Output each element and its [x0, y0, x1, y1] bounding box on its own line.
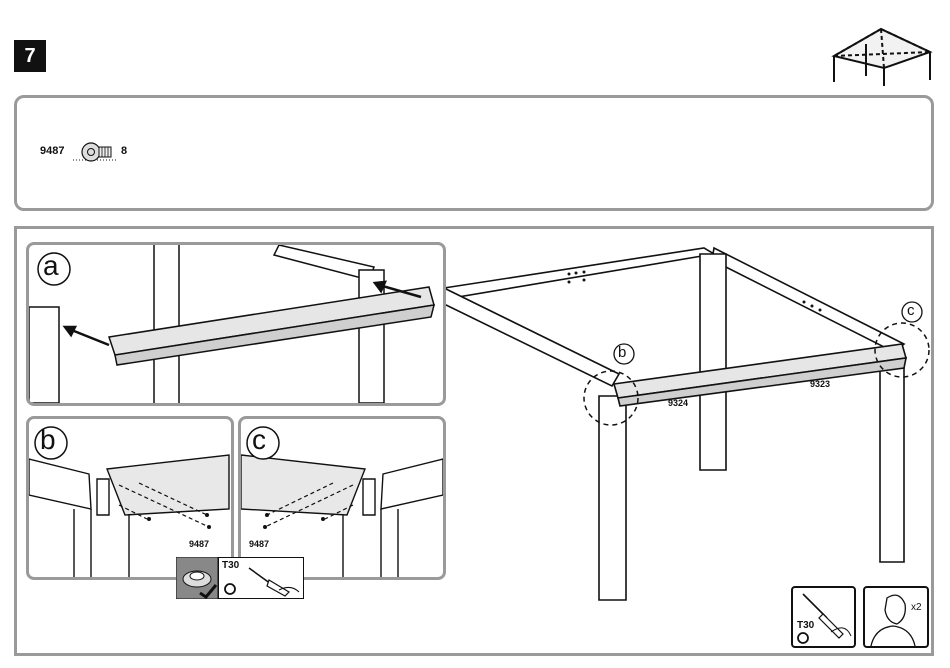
part-code: 9487 [40, 145, 64, 157]
step-number-text: 7 [24, 45, 35, 68]
beam-label-9323: 9323 [810, 379, 830, 389]
detail-c-drawing [241, 419, 443, 577]
panel-b-screw-label: 9487 [189, 539, 209, 549]
screwdriver-tool-box: T30 [218, 557, 304, 599]
screw-icon [73, 138, 123, 168]
screwdriver-requirement-box: T30 [791, 586, 856, 648]
beam-label-9324: 9324 [668, 398, 688, 408]
person-icon [865, 588, 927, 646]
callout-b-letter: b [618, 344, 626, 361]
tool-torx-label: T30 [797, 620, 814, 631]
detail-panel-b: b 9487 [26, 416, 234, 580]
screwdriver-icon [219, 558, 303, 598]
part-quantity: 8 [121, 145, 127, 157]
step-number: 7 [14, 40, 46, 72]
detail-b-drawing [29, 419, 231, 577]
detail-panel-c: c 9487 [238, 416, 446, 580]
panel-c-letter: c [252, 426, 266, 454]
torx-bit-icon [176, 557, 218, 599]
callout-c-letter: c [907, 302, 915, 319]
detail-a-drawing [29, 245, 443, 403]
person-count: x2 [911, 602, 922, 613]
panel-c-screw-label: 9487 [249, 539, 269, 549]
panel-b-letter: b [40, 426, 56, 454]
gazebo-thumbnail-icon [826, 24, 936, 86]
two-person-box: x2 [863, 586, 929, 648]
detail-panel-a: a [26, 242, 446, 406]
panel-a-letter: a [43, 252, 59, 280]
screwdriver-large-icon [793, 588, 854, 646]
parts-box: 9487 8 [14, 95, 934, 211]
